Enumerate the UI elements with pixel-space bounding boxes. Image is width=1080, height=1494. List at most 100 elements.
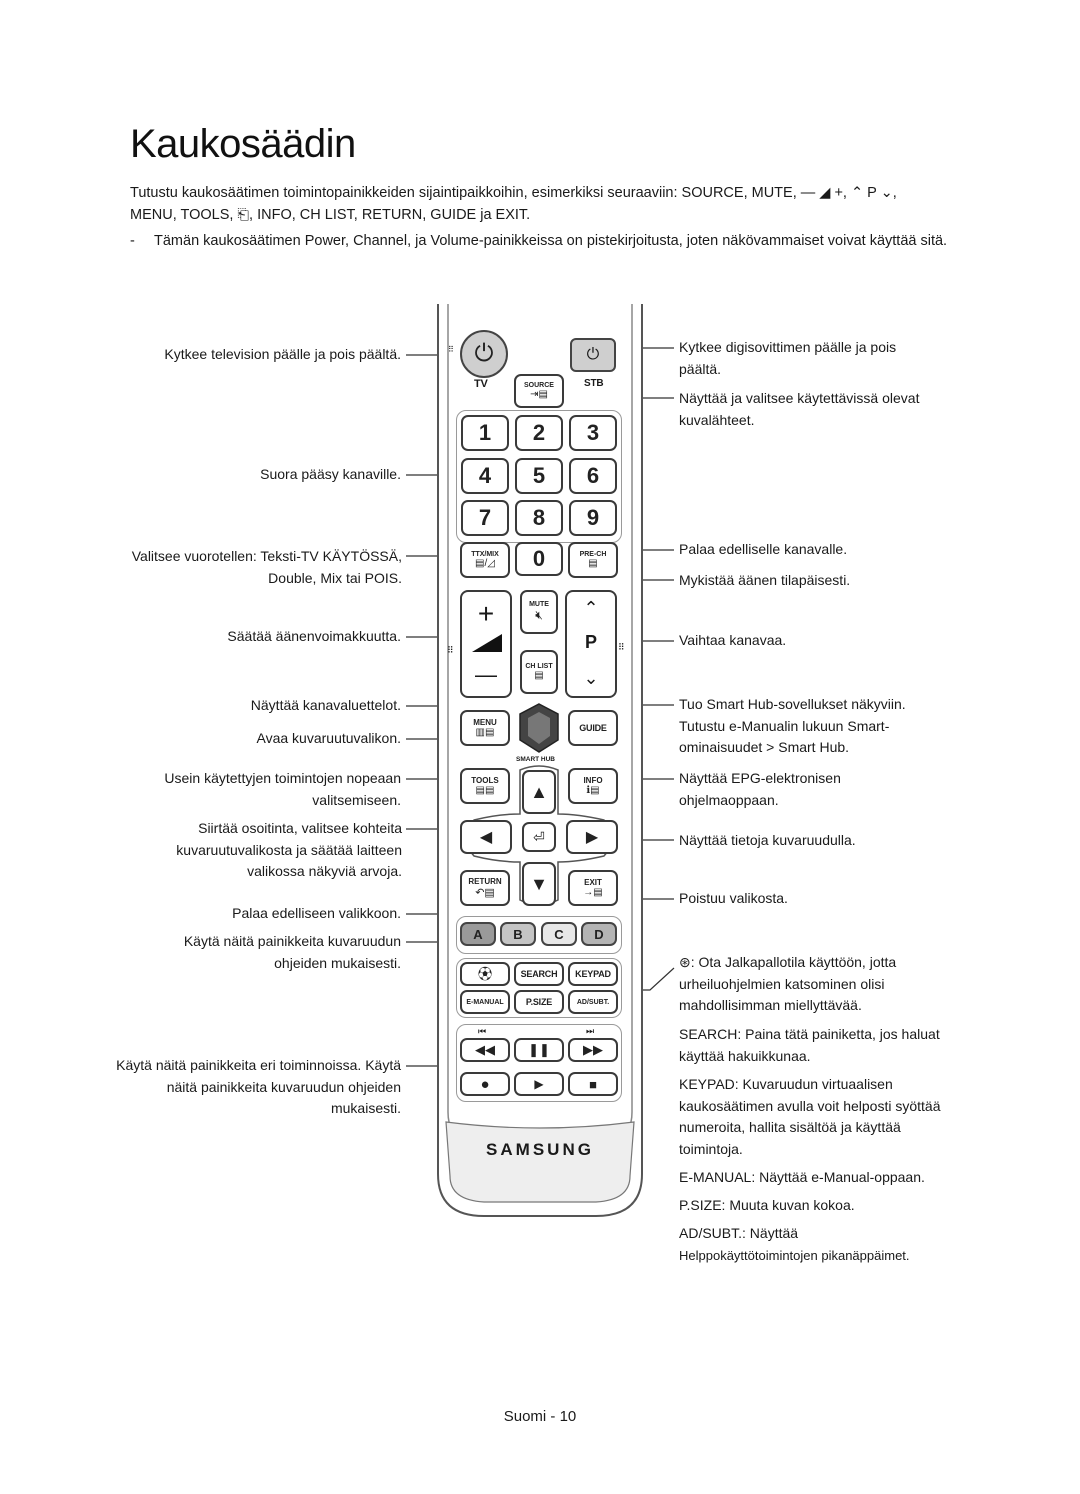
media-buttons-group — [456, 1024, 622, 1102]
digit-1-button[interactable]: 1 — [461, 415, 509, 451]
guide-button[interactable]: GUIDE — [568, 710, 618, 746]
keypad-button[interactable]: KEYPAD — [568, 962, 618, 986]
digit-0-button[interactable]: 0 — [515, 542, 563, 576]
tools-button[interactable]: TOOLS ▤▤ — [460, 768, 510, 804]
e-manual-button[interactable]: E-MANUAL — [460, 990, 510, 1014]
color-buttons-group — [456, 916, 622, 954]
volume-wedge-icon — [472, 634, 502, 652]
digit-2-button[interactable]: 2 — [515, 415, 563, 451]
digit-9-button[interactable]: 9 — [569, 500, 617, 536]
smart-hub-button[interactable] — [518, 702, 560, 754]
label-info: Näyttää tietoja kuvaruudulla. — [679, 832, 856, 848]
power-icon: ⏻ — [474, 340, 494, 367]
exit-label: EXIT — [584, 878, 602, 887]
label-football: ⊛: Ota Jalkapallotila käyttöön, jotta ur… — [679, 954, 897, 1013]
record-button[interactable]: ● — [460, 1072, 510, 1096]
tv-power-button[interactable]: ⏻ — [460, 330, 508, 378]
page-footer: Suomi - 10 — [503, 1408, 577, 1425]
menu-button[interactable]: MENU ▥▤ — [460, 710, 510, 746]
page-title: Kaukosäädin — [130, 122, 356, 166]
return-icon: ↶▤ — [475, 887, 495, 899]
info-button[interactable]: INFO ℹ▤ — [568, 768, 618, 804]
samsung-logo: SAMSUNG — [486, 1140, 594, 1159]
label-menu: Avaa kuvaruutuvalikon. — [256, 730, 402, 746]
football-button[interactable]: ⚽︎ — [460, 962, 510, 986]
label-stb-power: Kytkee digisovittimen päälle ja pois pää… — [679, 339, 897, 377]
label-volume: Säätää äänenvoimakkuutta. — [227, 628, 401, 644]
exit-button[interactable]: EXIT →▤ — [568, 870, 618, 906]
volume-down-icon: — — [475, 662, 497, 687]
digit-6-button[interactable]: 6 — [569, 458, 617, 494]
note-text: Tämän kaukosäätimen Power, Channel, ja V… — [154, 233, 948, 249]
function-buttons-group — [456, 958, 622, 1018]
nav-right-button[interactable]: ▶ — [566, 820, 618, 854]
volume-rocker[interactable]: + — — [460, 590, 512, 698]
label-navigation: Siirtää osoitinta, valitsee kohteita kuv… — [176, 820, 402, 879]
color-a-button[interactable]: A — [460, 922, 496, 946]
color-c-button[interactable]: C — [541, 922, 577, 946]
label-guide: Näyttää EPG-elektronisen ohjelmaoppaan. — [679, 770, 841, 808]
label-ad-subt: AD/SUBT.: Näyttää — [679, 1225, 799, 1241]
arrow-right-icon: ▶ — [585, 829, 599, 846]
info-label: INFO — [583, 776, 603, 785]
ttx-mix-button[interactable]: TTX/MIX ▤/◿ — [460, 542, 510, 578]
channel-up-icon: ⌃ — [583, 598, 599, 618]
exit-icon: →▤ — [583, 887, 603, 898]
menu-icon: ▥▤ — [475, 727, 495, 738]
stb-power-icon: ⏻ — [586, 346, 600, 363]
mute-button[interactable]: MUTE 🔇︎ — [520, 590, 558, 634]
search-button[interactable]: SEARCH — [514, 962, 564, 986]
arrow-up-icon: ▲ — [530, 781, 548, 802]
chlist-icon: ▤ — [534, 670, 544, 681]
prech-icon: ▤ — [588, 558, 598, 569]
label-ttx-mix: Valitsee vuorotellen: Teksti-TV KÄYTÖSSÄ… — [131, 548, 402, 586]
stb-power-button[interactable]: ⏻ — [570, 338, 616, 372]
color-d-button[interactable]: D — [581, 922, 617, 946]
pause-icon: ❚❚ — [528, 1042, 550, 1057]
color-b-button[interactable]: B — [500, 922, 536, 946]
enter-button[interactable]: ⏎ — [522, 822, 556, 852]
digit-8-button[interactable]: 8 — [515, 500, 563, 536]
label-p-size: P.SIZE: Muuta kuvan kokoa. — [679, 1197, 855, 1213]
pause-button[interactable]: ❚❚ — [514, 1038, 564, 1062]
rewind-button[interactable]: ◀◀ — [460, 1038, 510, 1062]
ad-subt-button[interactable]: AD/SUBT. — [568, 990, 618, 1014]
chlist-label: CH LIST — [525, 663, 553, 670]
mute-label: MUTE — [529, 601, 549, 608]
label-return: Palaa edelliseen valikkoon. — [232, 905, 401, 921]
stop-icon: ■ — [589, 1076, 597, 1092]
channel-down-icon: ⌄ — [583, 668, 599, 688]
channel-rocker[interactable]: ⌃ P ⌄ — [565, 590, 617, 698]
note-dash: - — [130, 233, 135, 249]
tools-label: TOOLS — [471, 776, 499, 785]
prech-label: PRE-CH — [579, 551, 607, 558]
play-button[interactable]: ▶ — [514, 1072, 564, 1096]
ttx-label: TTX/MIX — [471, 551, 499, 558]
label-search: SEARCH: Paina tätä painiketta, jos halua… — [679, 1026, 940, 1064]
stop-button[interactable]: ■ — [568, 1072, 618, 1096]
nav-down-button[interactable]: ▼ — [522, 862, 556, 906]
intro-text: Tutustu kaukosäätimen toimintopainikkeid… — [130, 182, 950, 226]
return-button[interactable]: RETURN ↶▤ — [460, 870, 510, 906]
label-pre-ch: Palaa edelliselle kanavalle. — [679, 541, 848, 557]
volume-up-icon: + — [477, 598, 495, 629]
menu-label: MENU — [473, 718, 497, 727]
source-button[interactable]: SOURCE ⇥▤ — [514, 374, 564, 408]
nav-left-button[interactable]: ◀ — [460, 820, 512, 854]
label-direct-channels: Suora pääsy kanaville. — [260, 466, 401, 482]
stb-label: STB — [584, 378, 604, 389]
smart-hub-label: SMART HUB — [516, 756, 555, 763]
p-size-button[interactable]: P.SIZE — [514, 990, 564, 1014]
fast-forward-button[interactable]: ▶▶ — [568, 1038, 618, 1062]
nav-up-button[interactable]: ▲ — [522, 770, 556, 814]
digit-5-button[interactable]: 5 — [515, 458, 563, 494]
digit-3-button[interactable]: 3 — [569, 415, 617, 451]
arrow-left-icon: ◀ — [479, 829, 493, 846]
digit-4-button[interactable]: 4 — [461, 458, 509, 494]
arrow-down-icon: ▼ — [530, 873, 548, 894]
digit-7-button[interactable]: 7 — [461, 500, 509, 536]
pre-ch-button[interactable]: PRE-CH ▤ — [568, 542, 618, 578]
label-channel: Vaihtaa kanavaa. — [679, 632, 787, 648]
ch-list-button[interactable]: CH LIST ▤ — [520, 650, 558, 694]
record-icon: ● — [480, 1075, 490, 1093]
